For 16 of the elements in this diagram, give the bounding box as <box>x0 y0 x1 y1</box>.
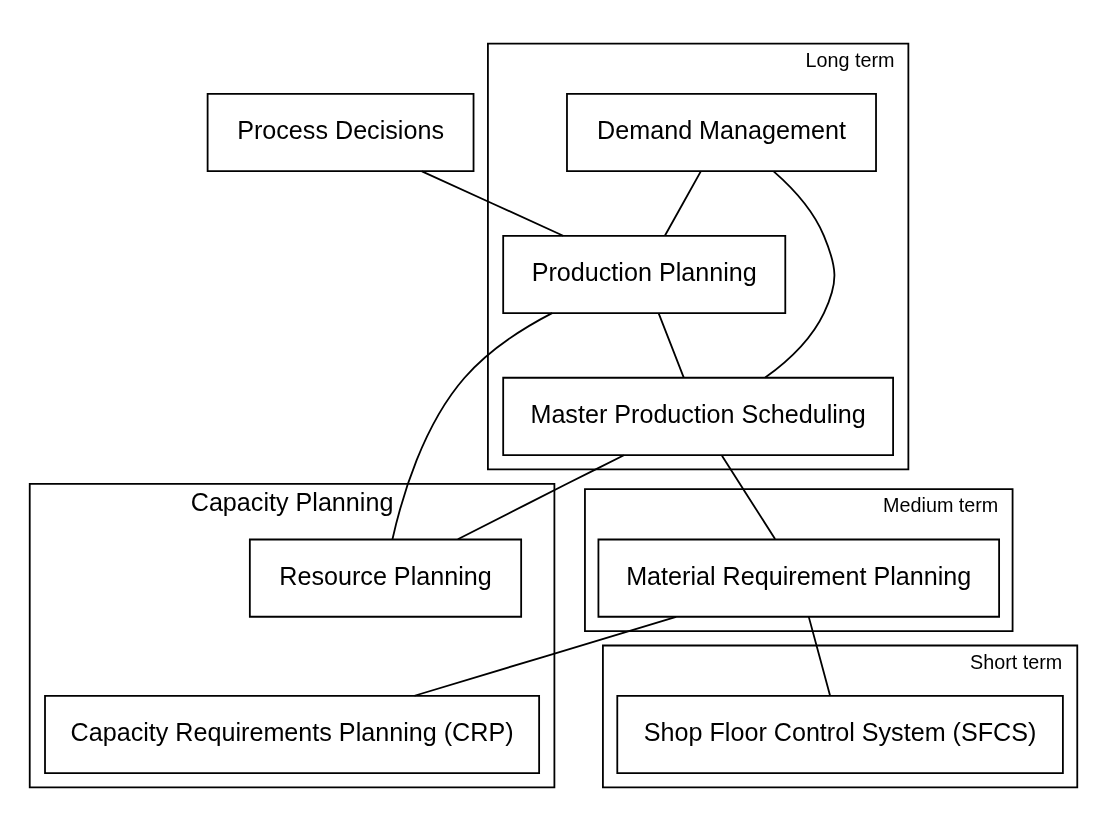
node-box: Shop Floor Control System (SFCS) <box>616 694 1064 774</box>
node-box: Capacity Requirements Planning (CRP) <box>44 694 541 774</box>
connector <box>664 170 702 237</box>
connector <box>721 454 776 540</box>
connector <box>764 170 836 379</box>
connector <box>456 454 625 541</box>
node-box: Process Decisions <box>206 92 475 173</box>
node-box: Demand Management <box>566 92 877 173</box>
connector <box>807 616 831 697</box>
connector <box>421 170 565 237</box>
node-box: Master Production Scheduling <box>502 376 894 456</box>
connector <box>657 312 685 379</box>
node-box: Material Requirement Planning <box>597 538 1000 618</box>
node-box: Production Planning <box>502 234 787 314</box>
node-box: Resource Planning <box>248 538 523 618</box>
connector <box>391 312 553 541</box>
